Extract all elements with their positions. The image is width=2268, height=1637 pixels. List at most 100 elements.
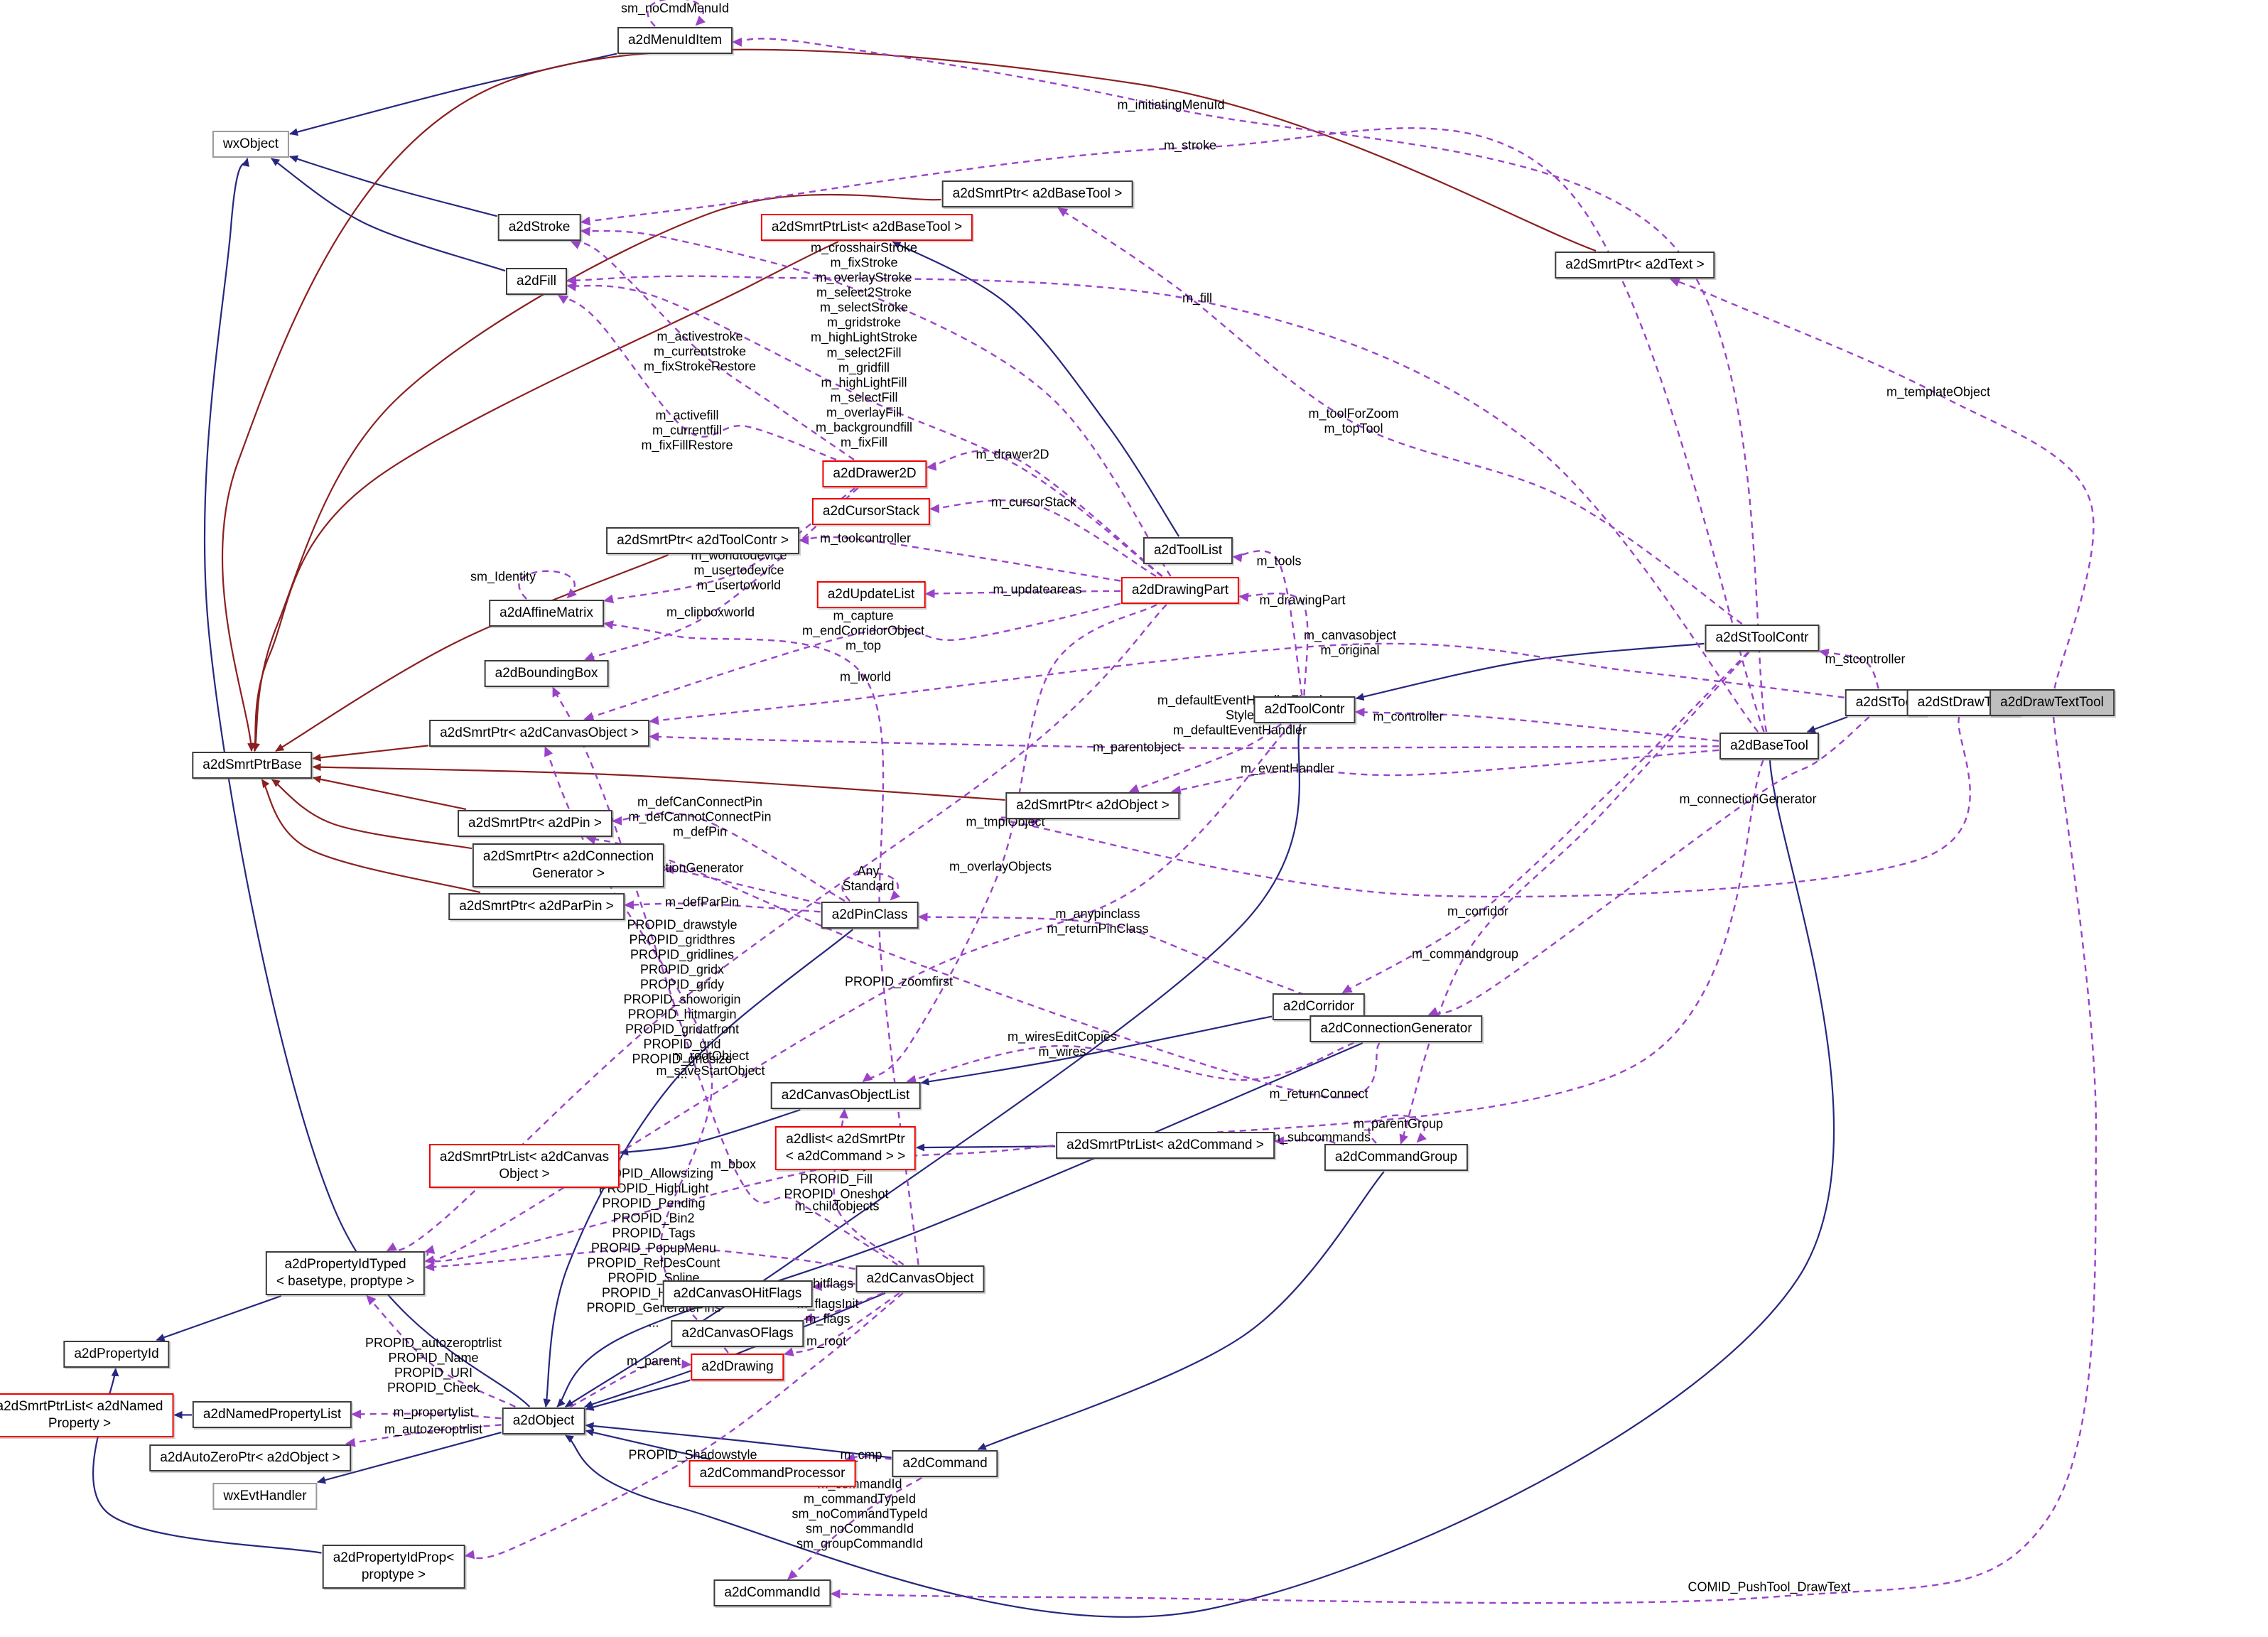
class-node-label: a2dCommandProcessor	[699, 1466, 846, 1481]
edge-a2dSmrtPtrListCommand-a2dlistCommand	[916, 1143, 1056, 1152]
edge-label-l_controller: m_controller	[1373, 709, 1444, 724]
class-node-a2dstroke[interactable]: a2dStroke	[497, 214, 581, 241]
class-node-a2dsmrtptrtext[interactable]: a2dSmrtPtr< a2dText >	[1555, 252, 1715, 279]
class-node-a2dlistcommand[interactable]: a2dlist< a2dSmrtPtr< a2dCommand > >	[774, 1126, 917, 1170]
edge-a2dCanvasObjectList-a2dSmrtPtrListCanvasObject	[620, 1108, 801, 1156]
edge-a2dDrawingPart-a2dSmrtPtrCanvasObject	[583, 603, 1121, 721]
class-node-wxobject[interactable]: wxObject	[212, 131, 290, 158]
class-node-a2dsmrtptrpin[interactable]: a2dSmrtPtr< a2dPin >	[458, 810, 612, 837]
class-node-a2dbasetool[interactable]: a2dBaseTool	[1719, 733, 1819, 760]
class-node-a2dcommand[interactable]: a2dCommand	[892, 1450, 998, 1477]
class-node-a2dcommandid[interactable]: a2dCommandId	[713, 1579, 831, 1606]
class-node-label: a2dConnectionGenerator	[1320, 1021, 1472, 1036]
class-node-a2dtoollist[interactable]: a2dToolList	[1143, 537, 1233, 564]
edge-a2dPinClass-a2dObject	[543, 929, 854, 1408]
class-node-a2dcanvasobjectlist[interactable]: a2dCanvasObjectList	[770, 1082, 921, 1109]
edge-label-l_comidpushtool: COMID_PushTool_DrawText	[1688, 1579, 1851, 1594]
class-node-a2ddrawing[interactable]: a2dDrawing	[691, 1354, 784, 1381]
edge-label-l_stcontroller: m_stcontroller	[1825, 652, 1906, 666]
class-node-a2dpropertyid[interactable]: a2dPropertyId	[63, 1341, 170, 1368]
class-node-label: a2dSmrtPtr< a2dObject >	[1016, 798, 1170, 813]
class-node-a2ddrawtexttool[interactable]: a2dDrawTextTool	[1989, 689, 2115, 716]
edge-label-l_bbox: m_bbox	[710, 1157, 757, 1172]
edge-a2dDrawingPart-a2dPropertyIdTyped	[386, 604, 1167, 1252]
class-node-a2dnamedpropertylist[interactable]: a2dNamedPropertyList	[192, 1401, 352, 1428]
class-node-a2dcommandprocessor[interactable]: a2dCommandProcessor	[688, 1460, 856, 1487]
class-node-label: a2dPropertyIdProp<	[333, 1550, 455, 1565]
class-node-a2dsttoolcontr[interactable]: a2dStToolContr	[1705, 625, 1820, 652]
edge-label-l_connectiongeneratorr: m_connectionGenerator	[1679, 792, 1817, 806]
class-node-a2dpropertyidprop[interactable]: a2dPropertyIdProp<proptype >	[322, 1545, 465, 1589]
edge-a2dDrawer2D-a2dStroke	[570, 240, 855, 460]
edge-a2dCanvasObject-a2dCanvasOHitFlags	[811, 1281, 855, 1291]
class-node-a2dpropertyidtyped[interactable]: a2dPropertyIdTyped< basetype, proptype >	[265, 1251, 426, 1295]
edge-label-l_eventhandler: m_eventHandler	[1240, 761, 1335, 776]
class-node-label: a2dCommandGroup	[1334, 1150, 1458, 1165]
class-node-a2dcanvasohitflags[interactable]: a2dCanvasOHitFlags	[662, 1280, 813, 1307]
class-node-label: a2dFill	[517, 274, 556, 288]
edge-a2dCanvasObject-a2dCanvasOFlags	[803, 1292, 884, 1322]
edge-label-l_commandid: m_commandId m_commandTypeId sm_noCommand…	[792, 1476, 928, 1551]
edge-a2dConnectionGenerator-a2dSmrtPtrPin	[585, 835, 1381, 1098]
class-node-a2dcanvasobject[interactable]: a2dCanvasObject	[855, 1265, 985, 1292]
class-node-a2dobject[interactable]: a2dObject	[502, 1408, 585, 1435]
edge-a2dBaseTool-a2dMenuIdItem	[732, 37, 1768, 733]
edge-a2dStDrawTool-a2dSmrtPtrObject	[997, 716, 1971, 898]
class-node-a2dtoolcontr[interactable]: a2dToolContr	[1253, 696, 1356, 723]
class-node-label: a2dSmrtPtrList< a2dNamed	[0, 1399, 163, 1414]
edge-a2dFill-wxObject	[271, 158, 506, 272]
class-node-a2dautozeroptr[interactable]: a2dAutoZeroPtr< a2dObject >	[149, 1444, 351, 1471]
edge-a2dPinClass-a2dSmrtPtrPin	[612, 812, 846, 902]
edge-a2dToolContr-a2dPropertyIdTyped	[424, 723, 1292, 1261]
class-node-a2dcursorstack[interactable]: a2dCursorStack	[811, 498, 931, 525]
class-node-a2dcommandgroup[interactable]: a2dCommandGroup	[1324, 1144, 1469, 1171]
edge-a2dCommandGroup-a2dSmrtPtrListCommand	[1274, 1136, 1336, 1146]
class-node-label: a2dSmrtPtr< a2dCanvasObject >	[440, 725, 639, 740]
class-node-label: a2dStDrawTool	[1917, 695, 2009, 710]
class-node-label: a2dUpdateList	[827, 587, 915, 602]
class-node-a2dsmrtptrcanvasobject[interactable]: a2dSmrtPtr< a2dCanvasObject >	[429, 720, 649, 747]
class-node-a2dmenuiditem[interactable]: a2dMenuIdItem	[617, 27, 733, 54]
class-node-a2dsmrtptrbasetool[interactable]: a2dSmrtPtr< a2dBaseTool >	[941, 180, 1133, 207]
class-node-wxevthandler[interactable]: wxEvtHandler	[212, 1483, 318, 1510]
class-node-a2dfill[interactable]: a2dFill	[506, 268, 567, 295]
edge-a2dBaseTool-a2dObject	[564, 760, 1835, 1618]
class-node-a2ddrawer2d[interactable]: a2dDrawer2D	[822, 460, 927, 487]
class-node-label: a2dSmrtPtr< a2dBaseTool >	[952, 186, 1123, 201]
class-node-a2dpinclass[interactable]: a2dPinClass	[821, 902, 919, 929]
class-node-a2dsmrtptrtoolcontr[interactable]: a2dSmrtPtr< a2dToolContr >	[606, 527, 799, 554]
class-node-a2dupdatelist[interactable]: a2dUpdateList	[816, 581, 926, 608]
edge-label-l_nocmdmenuid: sm_noCmdMenuId	[620, 1, 730, 16]
edge-a2dDrawingPart-a2dStroke	[580, 227, 1172, 577]
edge-a2dStToolContr-a2dCommandGroup	[1399, 652, 1750, 1145]
class-node-a2dsmrtptrlistbasetool[interactable]: a2dSmrtPtrList< a2dBaseTool >	[760, 214, 973, 241]
class-node-label: a2dCanvasObject	[866, 1271, 974, 1286]
edge-a2dDrawingPart-a2dUpdateList	[924, 588, 1121, 598]
class-node-a2daffinematrix[interactable]: a2dAffineMatrix	[489, 600, 604, 627]
edge-a2dConnectionGenerator-a2dPinClass	[917, 912, 1359, 1016]
edge-label-l_returnconnect: m_returnConnect	[1269, 1086, 1368, 1101]
edge-a2dCommandGroup-a2dCommandGroup	[1368, 1114, 1427, 1144]
class-node-a2ddrawingpart[interactable]: a2dDrawingPart	[1120, 577, 1240, 604]
class-node-a2dsmrtptrobject[interactable]: a2dSmrtPtr< a2dObject >	[1005, 792, 1180, 819]
class-node-label: a2dCanvasOHitFlags	[673, 1286, 802, 1301]
edge-a2dCanvasObject-a2dPropertyIdProp	[464, 1292, 904, 1560]
edge-a2dObject-a2dAutoZeroPtr	[345, 1424, 502, 1447]
edge-a2dSmrtPtrCanvasObject-a2dSmrtPtrBase	[312, 745, 429, 762]
class-node-label: Property >	[48, 1416, 112, 1431]
edge-a2dStToolContr-a2dToolContr	[1355, 642, 1705, 701]
edge-a2dMenuIdItem-wxObject	[289, 53, 617, 136]
edge-a2dObject-a2dPropertyIdTyped	[366, 1295, 516, 1408]
class-node-a2dcanvasoflags[interactable]: a2dCanvasOFlags	[671, 1320, 804, 1347]
class-node-label: a2dCanvasObjectList	[781, 1088, 910, 1103]
class-node-label: a2dDrawer2D	[833, 466, 917, 481]
class-node-a2dsmrtptrlistcommand[interactable]: a2dSmrtPtrList< a2dCommand >	[1056, 1132, 1275, 1159]
class-node-a2dconnectiongenerator[interactable]: a2dConnectionGenerator	[1310, 1015, 1483, 1042]
class-node-a2dboundingbox[interactable]: a2dBoundingBox	[484, 660, 609, 687]
class-node-a2dsmrtptrparpin[interactable]: a2dSmrtPtr< a2dParPin >	[448, 893, 625, 920]
class-node-a2dsmrtptrbase[interactable]: a2dSmrtPtrBase	[192, 752, 313, 779]
